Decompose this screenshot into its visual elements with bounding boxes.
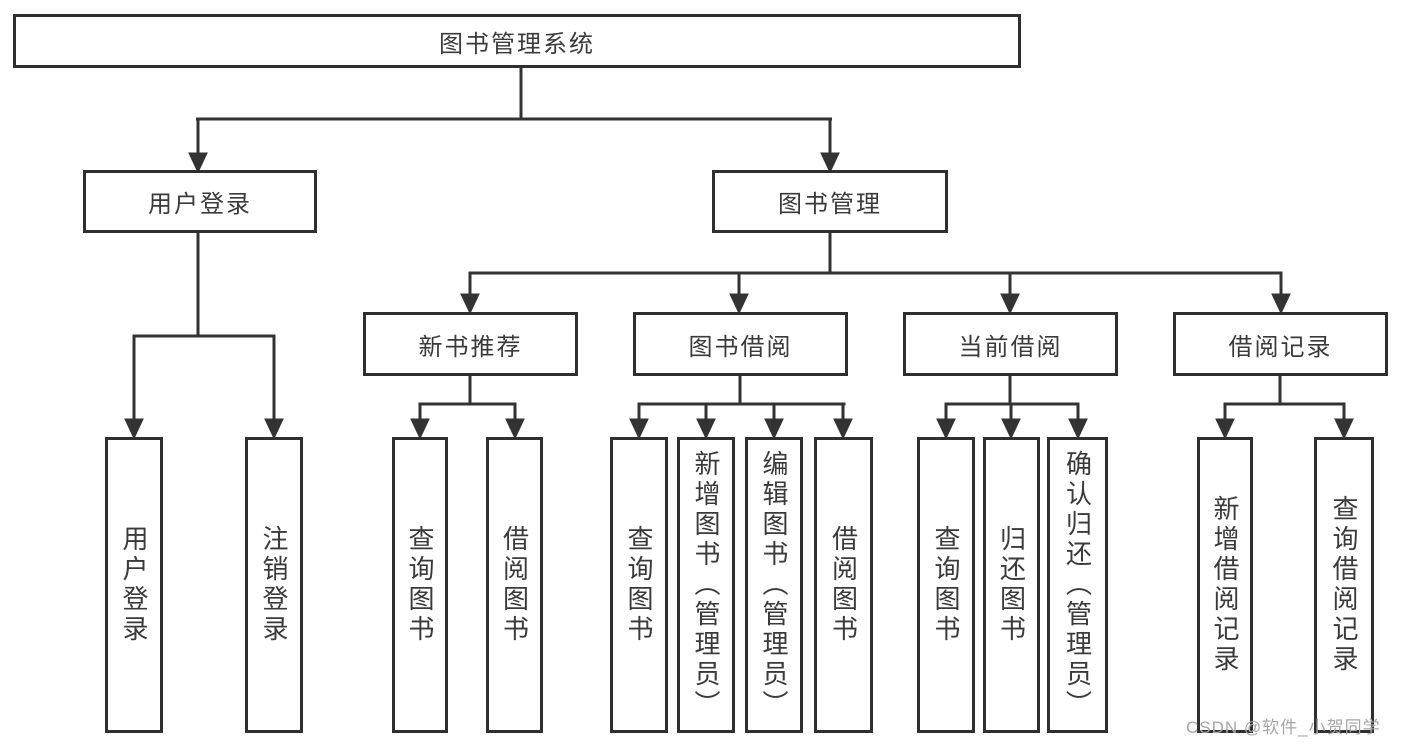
arrow-down-icon xyxy=(460,293,480,315)
leaf-br-add-borrow-record: 新增借阅记录 xyxy=(1197,437,1253,733)
node-new-book-recommend: 新书推荐 xyxy=(363,312,578,376)
arrow-down-icon xyxy=(505,418,525,440)
arrow-down-icon xyxy=(410,418,430,440)
arrow-down-icon xyxy=(629,418,649,440)
connector-root-to-level2 xyxy=(188,68,840,174)
node-book-borrowing: 图书借阅 xyxy=(633,312,848,376)
arrow-down-icon xyxy=(124,418,144,440)
leaf-bb-edit-books-admin: 编辑图书（管理员） xyxy=(745,437,803,733)
connector-book-borrowing-to-leaves xyxy=(629,376,853,440)
arrow-down-icon xyxy=(1215,418,1235,440)
arrow-down-icon xyxy=(696,418,716,440)
arrow-down-icon xyxy=(1068,418,1088,440)
node-root-library-management-system: 图书管理系统 xyxy=(13,14,1021,68)
connector-current-borrowing-to-leaves xyxy=(936,376,1088,440)
arrow-down-icon xyxy=(1000,293,1020,315)
arrow-down-icon xyxy=(833,418,853,440)
node-book-management-module: 图书管理 xyxy=(712,170,948,233)
connector-book-management-to-level3 xyxy=(460,233,1291,315)
connector-user-login-to-leaves xyxy=(124,233,284,440)
arrow-down-icon xyxy=(188,152,208,174)
csdn-watermark: CSDN @软件_小贺同学 xyxy=(1186,718,1381,737)
leaf-user-login: 用户登录 xyxy=(105,437,163,733)
leaf-logout-login: 注销登录 xyxy=(245,437,303,733)
arrow-down-icon xyxy=(820,152,840,174)
arrow-down-icon xyxy=(1334,418,1354,440)
arrow-down-icon xyxy=(1001,418,1021,440)
arrow-down-icon xyxy=(264,418,284,440)
node-user-login-module: 用户登录 xyxy=(83,170,317,233)
connector-borrowing-records-to-leaves xyxy=(1215,376,1354,440)
leaf-bb-query-books: 查询图书 xyxy=(610,437,668,733)
arrow-down-icon xyxy=(936,418,956,440)
arrow-down-icon xyxy=(729,293,749,315)
leaf-cb-query-books: 查询图书 xyxy=(917,437,975,733)
leaf-bb-add-books-admin: 新增图书（管理员） xyxy=(677,437,735,733)
leaf-cb-confirm-return-admin: 确认归还（管理员） xyxy=(1047,437,1108,733)
node-current-borrowing: 当前借阅 xyxy=(903,312,1118,376)
leaf-nb-query-books: 查询图书 xyxy=(392,437,448,733)
leaf-nb-borrow-books: 借阅图书 xyxy=(486,437,543,733)
leaf-br-query-borrow-record: 查询借阅记录 xyxy=(1314,437,1374,733)
connector-new-book-recommend-to-leaves xyxy=(410,376,525,440)
arrow-down-icon xyxy=(764,418,784,440)
leaf-cb-return-books: 归还图书 xyxy=(983,437,1040,733)
arrow-down-icon xyxy=(1271,293,1291,315)
node-borrowing-records: 借阅记录 xyxy=(1173,312,1388,376)
leaf-bb-borrow-books: 借阅图书 xyxy=(814,437,873,733)
